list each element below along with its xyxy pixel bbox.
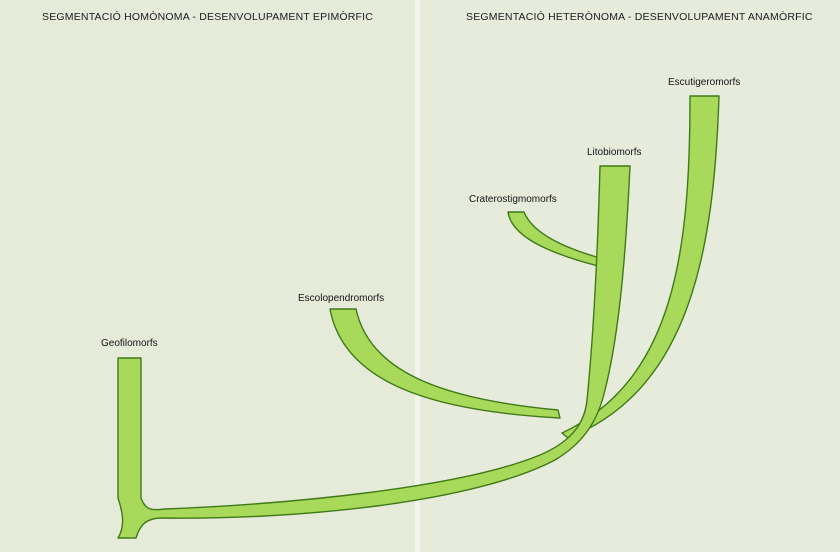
label-escolopendromorfs: Escolopendromorfs	[298, 293, 385, 304]
branch-escolopendromorfs	[329, 308, 561, 419]
panel-divider	[415, 0, 420, 552]
heading-heteronoma: SEGMENTACIÓ HETERÒNOMA - DESENVOLUPAMENT…	[466, 11, 813, 23]
label-escutigeromorfs: Escutigeromorfs	[668, 77, 741, 88]
label-litobiomorfs: Litobiomorfs	[587, 147, 642, 158]
label-geofilomorfs: Geofilomorfs	[101, 338, 158, 349]
heading-homonoma: SEGMENTACIÓ HOMÒNOMA - DESENVOLUPAMENT E…	[42, 11, 374, 23]
branch-main-litobiomorfs	[117, 165, 631, 539]
left-panel	[0, 0, 416, 552]
branch-craterostigmomorfs	[507, 211, 601, 267]
right-panel	[419, 0, 840, 552]
label-craterostigmomorfs: Craterostigmomorfs	[469, 194, 557, 205]
